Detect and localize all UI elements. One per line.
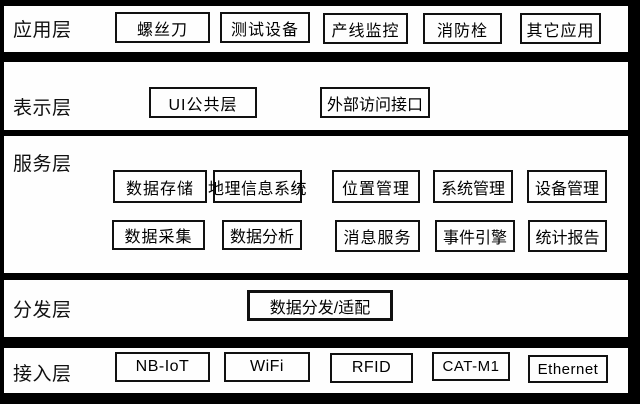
box-location-management: 位置管理 <box>332 170 420 203</box>
distribution-layer-label: 分发层 <box>13 300 72 321</box>
box-gis: 地理信息系统 <box>208 170 307 203</box>
box-data-collection-label: 数据采集 <box>124 229 193 246</box>
box-ui-common-layer: UI公共层 <box>149 87 257 118</box>
presentation-layer-label: 表示层 <box>13 98 72 119</box>
box-wifi-label: WiFi <box>250 358 284 375</box>
box-external-access-interface-label: 外部访问接口 <box>326 96 423 114</box>
application-layer-band: 应用层 螺丝刀 测试设备 产线监控 消防栓 其它应用 <box>4 6 628 52</box>
box-other-applications: 其它应用 <box>520 13 601 44</box>
box-cat-m1-label: CAT-M1 <box>442 358 500 375</box>
box-data-storage: 数据存储 <box>113 170 207 203</box>
access-layer-band: 接入层 NB-IoT WiFi RFID CAT-M1 Ethernet <box>4 348 628 393</box>
box-gis-label: 地理信息系统 <box>208 180 308 198</box>
application-layer-label: 应用层 <box>13 20 72 41</box>
distribution-layer-band: 分发层 数据分发/适配 <box>4 280 628 337</box>
box-data-distribution-adaptation: 数据分发/适配 <box>247 290 393 321</box>
box-external-access-interface: 外部访问接口 <box>320 87 430 118</box>
box-event-engine-label: 事件引擎 <box>442 230 507 247</box>
box-ethernet-label: Ethernet <box>537 360 599 378</box>
box-nb-iot: NB-IoT <box>115 352 210 382</box>
box-data-analysis: 数据分析 <box>222 220 302 250</box>
box-nb-iot-label: NB-IoT <box>135 358 190 375</box>
box-rfid-label: RFID <box>351 359 392 376</box>
box-location-management-label: 位置管理 <box>341 180 410 198</box>
service-layer-label: 服务层 <box>13 154 72 175</box>
box-device-management: 设备管理 <box>527 170 607 203</box>
box-production-line-monitoring-label: 产线监控 <box>331 22 400 40</box>
presentation-layer-band: 表示层 UI公共层 外部访问接口 <box>4 62 628 130</box>
box-screwdriver-label: 螺丝刀 <box>136 21 188 39</box>
box-message-service-label: 消息服务 <box>343 230 412 247</box>
box-ui-common-layer-label: UI公共层 <box>168 96 238 114</box>
box-screwdriver: 螺丝刀 <box>115 12 210 43</box>
box-statistics-report: 统计报告 <box>528 220 607 252</box>
box-fire-hydrant: 消防栓 <box>423 13 502 44</box>
box-production-line-monitoring: 产线监控 <box>323 13 408 44</box>
box-data-analysis-label: 数据分析 <box>229 229 294 246</box>
box-data-collection: 数据采集 <box>112 220 205 250</box>
box-statistics-report-label: 统计报告 <box>535 230 600 247</box>
box-device-management-label: 设备管理 <box>534 180 599 198</box>
box-test-equipment-label: 测试设备 <box>230 21 299 39</box>
box-event-engine: 事件引擎 <box>435 220 515 252</box>
box-system-management: 系统管理 <box>433 170 513 203</box>
service-layer-band: 服务层 数据存储 地理信息系统 位置管理 系统管理 设备管理 数据采集 数据分析… <box>4 136 628 273</box>
box-system-management-label: 系统管理 <box>440 180 505 198</box>
box-other-applications-label: 其它应用 <box>526 22 595 40</box>
box-cat-m1: CAT-M1 <box>432 352 510 381</box>
box-message-service: 消息服务 <box>335 220 420 252</box>
access-layer-label: 接入层 <box>13 364 72 385</box>
box-data-distribution-adaptation-label: 数据分发/适配 <box>269 299 371 317</box>
box-fire-hydrant-label: 消防栓 <box>436 22 488 40</box>
box-data-storage-label: 数据存储 <box>125 180 194 198</box>
box-rfid: RFID <box>330 353 413 383</box>
box-ethernet: Ethernet <box>528 355 608 383</box>
box-test-equipment: 测试设备 <box>220 12 310 43</box>
box-wifi: WiFi <box>224 352 310 382</box>
